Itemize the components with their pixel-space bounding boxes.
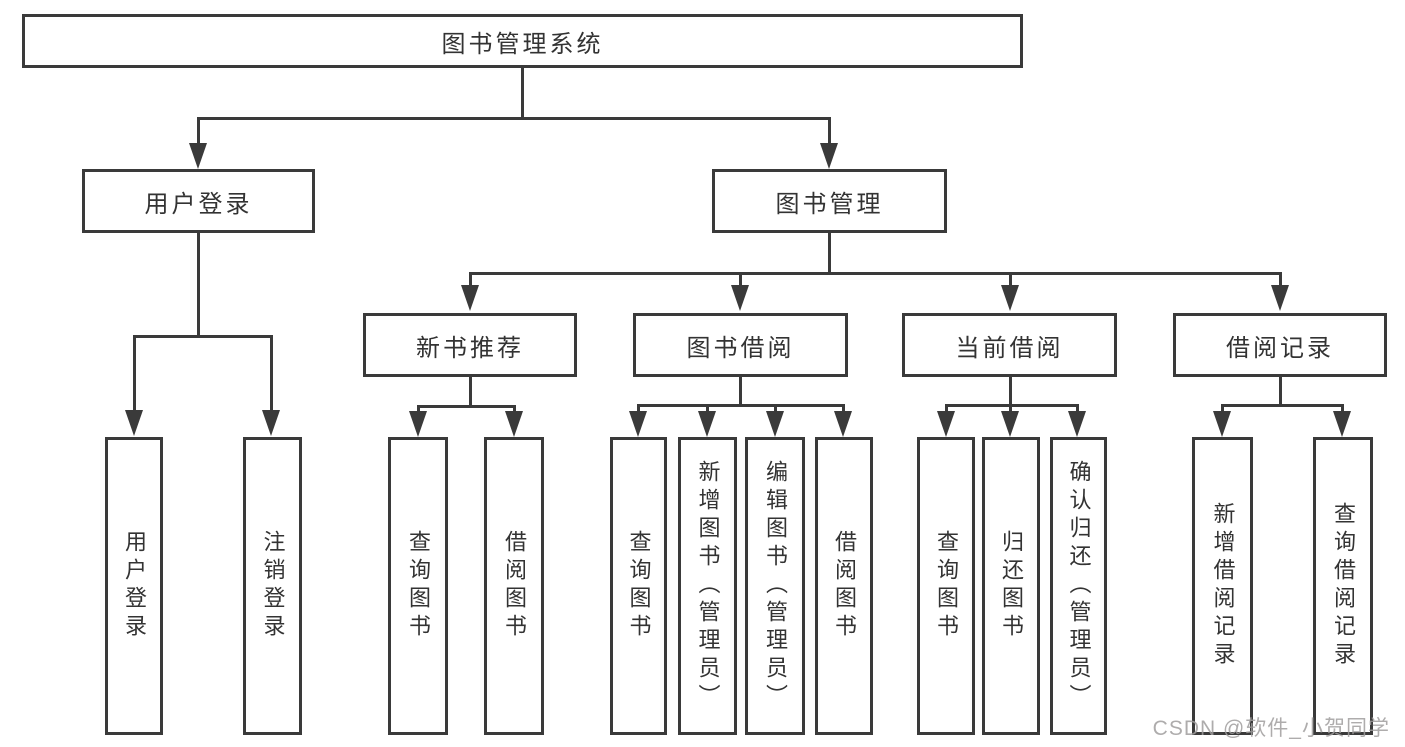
connector-stub-current-borrowing (1009, 272, 1012, 288)
node-book-borrowing: 图书借阅 (633, 313, 848, 377)
leaf-user-login-label: 用户登录 (122, 530, 147, 642)
arrowhead-leaf-user-login (125, 410, 143, 436)
leaf-add-book-admin: 新增图书（管理员） (678, 437, 737, 735)
leaf-logout: 注销登录 (243, 437, 302, 735)
connector-userlogin-stem (197, 233, 200, 335)
connector-root-hbar (197, 117, 831, 120)
node-new-book-recommend: 新书推荐 (363, 313, 577, 377)
connector-stub-query-books-borrowing (637, 404, 640, 414)
node-book-management-label: 图书管理 (775, 190, 884, 218)
arrowhead-query-books-current (937, 411, 955, 437)
connector-stub-query-borrow-record (1341, 404, 1344, 414)
connector-userlogin-hbar (133, 335, 273, 338)
connector-stub-borrowing-records (1279, 272, 1282, 288)
leaf-borrow-books-borrowing-label: 借阅图书 (832, 530, 857, 642)
leaf-query-books-current-label: 查询图书 (934, 530, 959, 642)
node-root-label: 图书管理系统 (441, 30, 604, 58)
connector-records-stem (1279, 377, 1282, 406)
arrowhead-query-borrow-record (1333, 411, 1351, 437)
arrowhead-borrow-books-recommend (505, 411, 523, 437)
leaf-edit-book-admin: 编辑图书（管理员） (745, 437, 805, 735)
connector-recommend-hbar (417, 405, 516, 408)
node-book-management: 图书管理 (712, 169, 947, 233)
arrowhead-borrow-books-borrowing (834, 411, 852, 437)
leaf-confirm-return-admin-label: 确认归还（管理员） (1066, 460, 1092, 712)
leaf-add-borrow-record-label: 新增借阅记录 (1210, 502, 1236, 670)
connector-stub-query-books-current (945, 404, 948, 414)
arrowhead-add-borrow-record (1213, 411, 1231, 437)
leaf-logout-label: 注销登录 (260, 530, 286, 642)
connector-stub-leaf-logout (270, 335, 273, 412)
arrowhead-borrowing-records (1271, 285, 1289, 311)
node-borrowing-records-label: 借阅记录 (1226, 334, 1334, 362)
leaf-user-login: 用户登录 (105, 437, 163, 735)
arrowhead-query-books-borrowing (629, 411, 647, 437)
leaf-borrow-books-borrowing: 借阅图书 (815, 437, 873, 735)
arrowhead-edit-book-admin (766, 411, 784, 437)
leaf-query-books-recommend-label: 查询图书 (406, 530, 431, 642)
node-root: 图书管理系统 (22, 14, 1023, 68)
leaf-add-book-admin-label: 新增图书（管理员） (695, 460, 721, 712)
connector-current-hbar (945, 404, 1079, 407)
leaf-borrow-books-recommend-label: 借阅图书 (502, 530, 527, 642)
connector-stub-borrow-books-borrowing (842, 404, 845, 414)
connector-borrowing-hbar (637, 404, 845, 407)
connector-stub-borrow-books-recommend (513, 405, 516, 414)
node-current-borrowing: 当前借阅 (902, 313, 1117, 377)
connector-bookmgmt-stem (828, 233, 831, 273)
connector-stub-confirm-return-admin (1076, 404, 1079, 414)
leaf-query-books-borrowing: 查询图书 (610, 437, 667, 735)
connector-records-hbar (1221, 404, 1344, 407)
leaf-query-books-current: 查询图书 (917, 437, 975, 735)
arrowhead-book-borrowing (731, 285, 749, 311)
node-new-book-recommend-label: 新书推荐 (416, 334, 524, 362)
arrowhead-leaf-logout (262, 410, 280, 436)
arrowhead-user-login (189, 143, 207, 169)
leaf-return-book: 归还图书 (982, 437, 1040, 735)
connector-bookmgmt-hbar (469, 272, 1281, 275)
node-user-login-label: 用户登录 (144, 190, 253, 218)
connector-stub-query-books-recommend (417, 405, 420, 414)
csdn-watermark: CSDN @软件_小贺同学 (1152, 717, 1390, 740)
connector-current-stem (1009, 377, 1012, 406)
connector-borrowing-stem (739, 377, 742, 406)
connector-stub-edit-book-admin (774, 404, 777, 414)
leaf-query-borrow-record: 查询借阅记录 (1313, 437, 1373, 735)
leaf-query-books-recommend: 查询图书 (388, 437, 448, 735)
leaf-return-book-label: 归还图书 (999, 530, 1024, 642)
node-current-borrowing-label: 当前借阅 (955, 334, 1064, 362)
arrowhead-new-book-recommend (461, 285, 479, 311)
arrowhead-return-book (1001, 411, 1019, 437)
arrowhead-confirm-return-admin (1068, 411, 1086, 437)
arrowhead-current-borrowing (1001, 285, 1019, 311)
node-borrowing-records: 借阅记录 (1173, 313, 1387, 377)
connector-stub-add-book-admin (706, 404, 709, 414)
arrowhead-book-management (820, 143, 838, 169)
leaf-add-borrow-record: 新增借阅记录 (1192, 437, 1253, 735)
connector-stub-new-book-recommend (469, 272, 472, 288)
leaf-borrow-books-recommend: 借阅图书 (484, 437, 544, 735)
connector-stub-book-borrowing (739, 272, 742, 288)
node-user-login: 用户登录 (82, 169, 315, 233)
connector-stub-return-book (1009, 404, 1012, 414)
connector-root-stem (521, 66, 524, 118)
leaf-query-books-borrowing-label: 查询图书 (626, 530, 652, 642)
arrowhead-query-books-recommend (409, 411, 427, 437)
leaf-confirm-return-admin: 确认归还（管理员） (1050, 437, 1107, 735)
node-book-borrowing-label: 图书借阅 (686, 334, 795, 362)
connector-stub-leaf-user-login (133, 335, 136, 412)
arrowhead-add-book-admin (698, 411, 716, 437)
connector-recommend-stem (469, 377, 472, 407)
leaf-edit-book-admin-label: 编辑图书（管理员） (763, 460, 788, 712)
connector-stub-book-management (828, 117, 831, 145)
leaf-query-borrow-record-label: 查询借阅记录 (1331, 502, 1356, 670)
connector-stub-user-login (197, 117, 200, 145)
connector-stub-add-borrow-record (1221, 404, 1224, 414)
